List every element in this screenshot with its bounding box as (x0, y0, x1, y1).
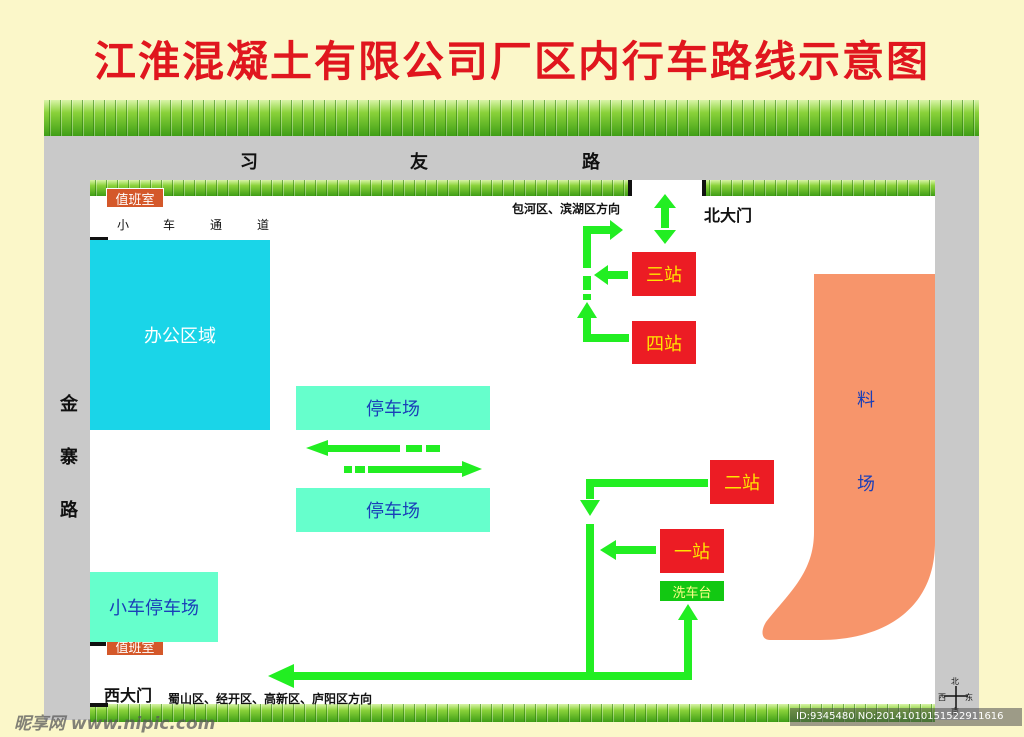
station-4: 四站 (632, 321, 696, 364)
west-road-char-1: 金 (60, 394, 78, 415)
compass-west: 西 (938, 693, 946, 702)
compass-north: 北 (951, 677, 959, 686)
grass-strip-bottom (90, 704, 935, 722)
west-road-char-3: 路 (60, 500, 78, 521)
watermark-id: ID:9345480 NO:20141010151522911616 (790, 708, 1022, 726)
small-car-lane-char-1: 小 (117, 218, 130, 232)
small-car-lane-char-4: 道 (257, 218, 270, 232)
parking-lot-2: 停车场 (296, 488, 490, 532)
west-gate-post-mid (90, 642, 108, 646)
compass-east: 东 (965, 693, 973, 702)
wash-station: 洗车台 (660, 581, 724, 601)
small-car-lane-char-2: 车 (163, 218, 176, 232)
west-road-char-2: 寨 (60, 447, 78, 468)
fence-grass-north-left (90, 180, 630, 196)
west-gate-post-bottom (90, 703, 108, 707)
compass-icon (944, 686, 968, 710)
page-title: 江淮混凝土有限公司厂区内行车路线示意图 (93, 37, 930, 86)
station-1: 一站 (660, 529, 724, 573)
west-gate-post-top (90, 237, 108, 241)
north-gate-label: 北大门 (704, 206, 753, 225)
north-gate-post-right (702, 180, 706, 196)
station-2: 二站 (710, 460, 774, 504)
small-car-parking: 小车停车场 (90, 572, 218, 642)
north-road-char-3: 路 (582, 152, 600, 173)
office-area: 办公区域 (90, 240, 270, 430)
material-yard-label-1: 料 (857, 390, 875, 411)
north-road-char-2: 友 (410, 152, 428, 173)
watermark-logo: 昵享网 www.nipic.com (14, 714, 216, 734)
west-direction-label: 蜀山区、经开区、高新区、庐阳区方向 (168, 692, 373, 706)
grass-strip-top (44, 100, 979, 136)
small-car-lane-char-3: 通 (210, 218, 223, 232)
north-gate-post-left (628, 180, 632, 196)
material-yard (762, 274, 935, 640)
fence-grass-north-right (704, 180, 935, 196)
material-yard-label-2: 场 (857, 474, 875, 495)
parking-lot-1: 停车场 (296, 386, 490, 430)
north-road-char-1: 习 (240, 152, 258, 173)
north-direction-label: 包河区、滨湖区方向 (512, 202, 621, 216)
west-gate-label: 西大门 (104, 686, 153, 705)
station-3: 三站 (632, 252, 696, 296)
duty-room-north: 值班室 (106, 188, 164, 208)
